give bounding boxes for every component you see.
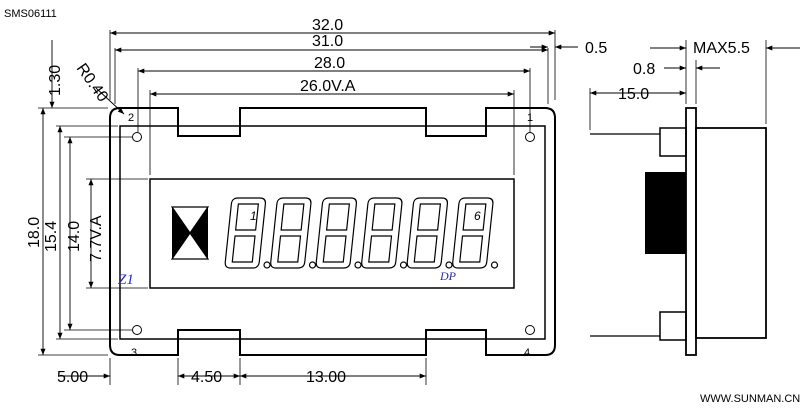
inner-glass: [119, 125, 546, 340]
website-label: WWW.SUNMAN.CN: [700, 393, 800, 405]
digit-label-last: 6: [474, 209, 481, 223]
seven-segment-digit: [315, 197, 358, 269]
seven-segment-digit: [361, 197, 403, 269]
decimal-point: [308, 261, 317, 269]
dp-label: DP: [439, 269, 457, 283]
hole-label-3: 3: [131, 347, 137, 359]
seven-segment-digit: [452, 197, 494, 269]
digit-label-first: 1: [250, 209, 257, 223]
decimal-point: [354, 261, 362, 269]
z1-label: Z1: [118, 272, 134, 288]
hole-label-2: 2: [128, 112, 134, 124]
side-front-plate: [685, 107, 697, 356]
dim-hole-span: 31.0: [312, 33, 343, 50]
dim-top-margin: 1.30: [47, 65, 64, 96]
dim-pin-gap: 4.50: [191, 369, 222, 386]
decimal-point: [445, 261, 453, 269]
dim-pin-thickness: 0.8: [633, 61, 655, 78]
dim-height-3: 14.0: [66, 221, 83, 252]
decimal-point: [263, 261, 271, 269]
dim-corner-radius: R0.40: [73, 61, 111, 106]
decimal-point: [399, 261, 408, 269]
dim-side-offset: 0.5: [585, 40, 607, 57]
mounting-hole-2: [132, 132, 142, 142]
side-connector: [645, 172, 686, 254]
mounting-hole-3: [132, 325, 142, 335]
model-number: SMS06111: [4, 8, 57, 20]
dim-pin-length: 15.0: [618, 86, 649, 103]
bottom-dimensions: 5.00 4.50 13.00: [57, 358, 427, 386]
side-bottom-block: [659, 311, 687, 341]
left-dimensions: 18.0 15.4 14.0 7.7V.A 1.30 R0.40: [26, 40, 148, 356]
dim-inner-span: 28.0: [314, 55, 345, 72]
seven-segment-digit: [270, 197, 312, 269]
dim-overall-height: 18.0: [26, 217, 43, 248]
top-dimensions: 32.0 31.0 28.0 26.0V.A 0.5: [109, 17, 607, 175]
side-view: MAX5.5 0.8 15.0: [589, 40, 800, 356]
mounting-hole-1: [525, 132, 535, 142]
side-body: [695, 127, 767, 339]
dim-left-margin: 5.00: [57, 369, 88, 386]
frame-outline: [109, 107, 556, 356]
hole-label-4: 4: [524, 347, 530, 359]
side-top-block: [659, 127, 687, 157]
seven-segment-digit: [224, 197, 267, 269]
mounting-hole-4: [525, 325, 535, 335]
dim-viewing-width: 26.0V.A: [300, 78, 356, 95]
seven-segment-digit: [406, 197, 449, 269]
dim-height-2: 15.4: [43, 221, 60, 252]
dim-max-depth: MAX5.5: [693, 40, 750, 57]
seven-segment-digits: [224, 197, 499, 269]
dim-viewing-height: 7.7V.A: [88, 215, 105, 262]
dim-overall-width: 32.0: [312, 17, 343, 34]
front-view: 2 1 3 4 1 6 Z1 DP: [109, 107, 556, 359]
decimal-point: [490, 261, 499, 269]
viewing-area: [149, 178, 515, 289]
dim-tab-width: 13.00: [306, 369, 346, 386]
